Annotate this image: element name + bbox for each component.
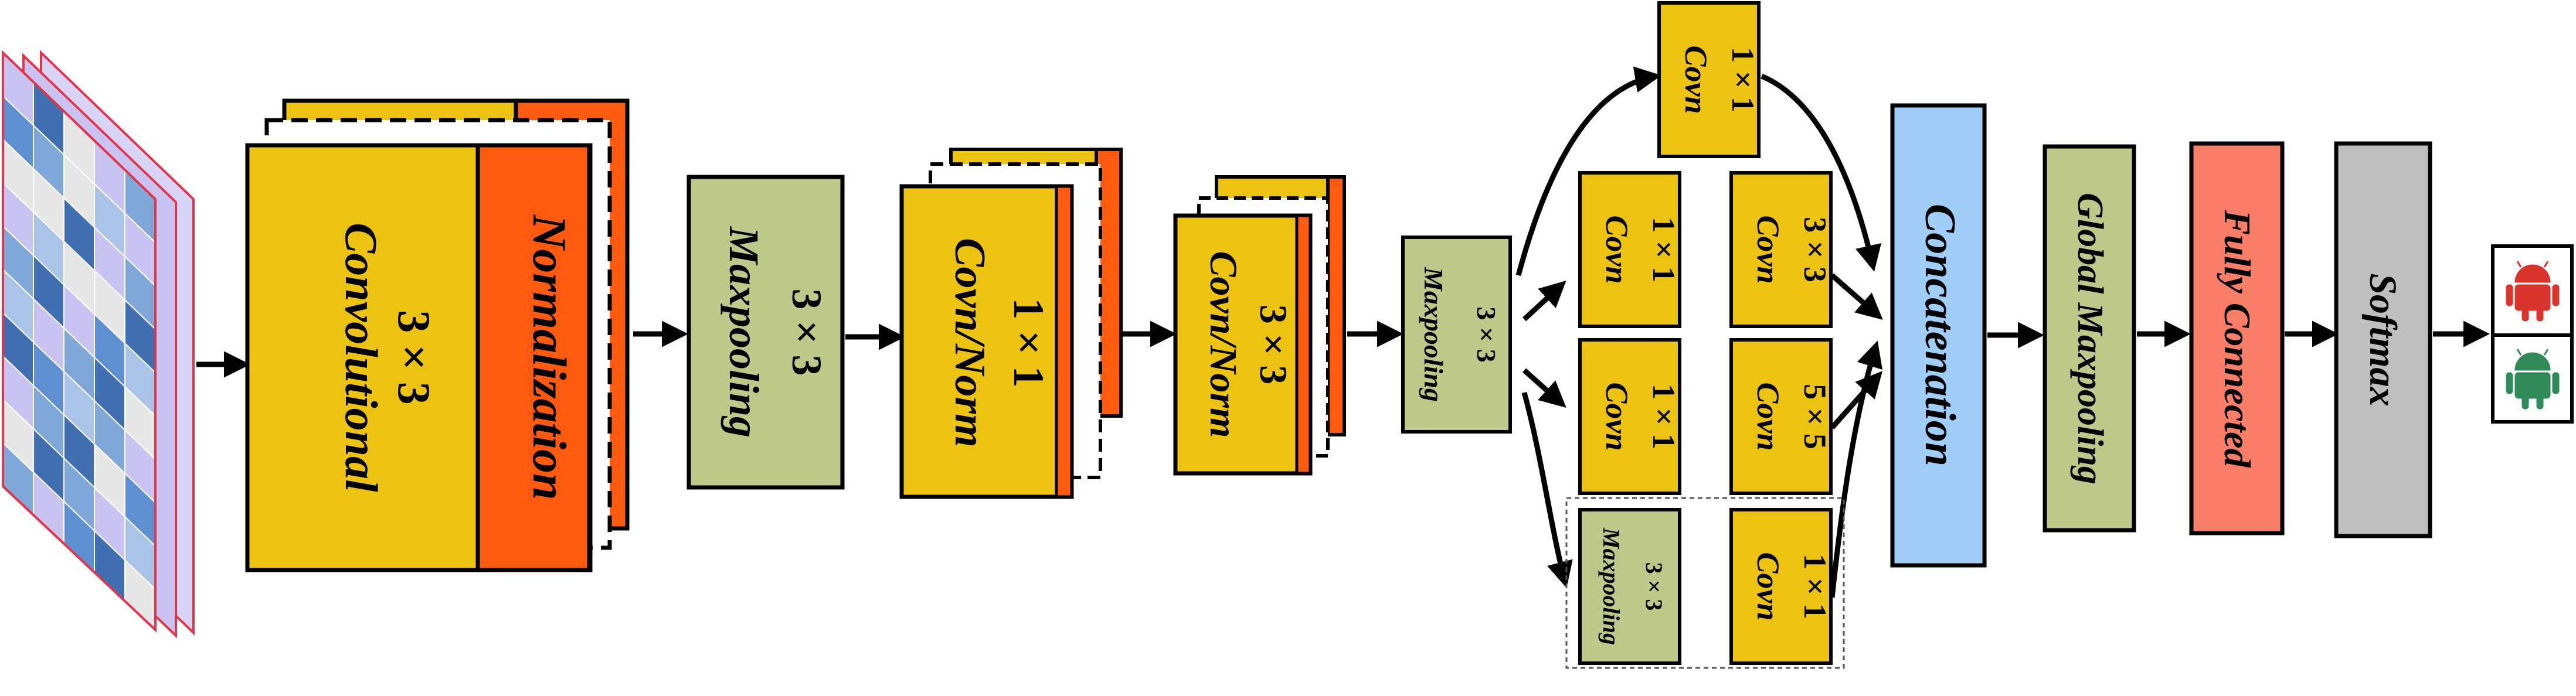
conv-size-label: 3 × 3 [389,310,440,404]
arrow-pool2-top [1515,66,1661,277]
inception-r1a-name: Covn [1599,215,1634,284]
inception-r3a-name: Maxpooling [1598,527,1625,645]
conv2-block: 1 × 1 Covn/Norm [899,148,1123,499]
input-layer-front [1,50,157,634]
inception-top-size: 1 × 1 [1725,47,1761,112]
arrow-top-concat [1761,73,1882,272]
pool2-size-label: 3 × 3 [1471,306,1501,362]
conv3-block: 3 × 3 Covn/Norm [1173,175,1346,476]
arrow-pool2-row1 [1522,280,1566,322]
inception-r2a-name: Covn [1599,382,1634,451]
pool2-block: 3 × 3 Maxpooling [1401,236,1512,434]
inception-top-conv: 1 × 1 Covn [1657,1,1761,158]
conv2-name-label: Covn/Norm [946,238,994,448]
inception-r1b-conv: 3 × 3 Covn [1729,171,1833,328]
inception-r3a-size: 3 × 3 [1641,562,1667,611]
norm-label: Normalization [523,214,576,500]
arrow-r2-concat [1830,371,1882,429]
concat-block: Concatenation [1890,103,1987,568]
inception-r2a-conv: 1 × 1 Covn [1578,338,1681,495]
inception-r3-dashed-box [1565,497,1845,669]
inception-r3b-name: Covn [1751,552,1786,620]
arrow-r3-concat [1829,340,1882,598]
inception-r1b-name: Covn [1751,215,1786,284]
input-image-stack [1,50,195,639]
pool1-block: 3 × 3 Maxpooling [687,175,845,490]
gmp-block: Global Maxpooling [2043,144,2136,533]
inception-top-name: Covn [1678,45,1714,114]
conv2-size-label: 1 × 1 [1004,298,1052,387]
inception-r2b-name: Covn [1751,382,1786,451]
arrow-r1-concat [1830,273,1883,320]
inception-r3b-conv: 1 × 1 Covn [1729,508,1833,665]
inception-r3b-size: 1 × 1 [1797,554,1833,619]
inception-r2a-size: 1 × 1 [1646,384,1681,449]
fc-block: Fully Connected [2189,141,2285,535]
output-classes [2491,244,2574,424]
softmax-label: Softmax [2361,273,2404,406]
gmp-label: Global Maxpooling [2070,193,2110,485]
arrow-pool2-row2 [1523,368,1566,408]
inception-r3a-pool: 3 × 3 Maxpooling [1578,508,1681,665]
inception-r1a-size: 1 × 1 [1646,217,1681,282]
inception-r2b-conv: 5 × 5 Covn [1729,338,1833,495]
pool2-name-label: Maxpooling [1419,267,1449,402]
input-front-border [1,50,157,633]
softmax-block: Softmax [2334,141,2432,538]
conv3-name-label: Covn/Norm [1202,251,1245,438]
arrow-pool2-row3 [1521,391,1573,588]
fc-label: Fully Connected [2217,209,2258,468]
inception-r1b-size: 3 × 3 [1797,217,1833,282]
conv-block: 3 × 3 Convolutional Normalization [245,98,630,572]
concat-label: Concatenation [1916,204,1964,466]
pool1-size-label: 3 × 3 [783,288,830,376]
input-pixel-tile [124,558,156,634]
inception-r2b-size: 5 × 5 [1797,384,1833,449]
conv-name-label: Convolutional [336,223,387,492]
inception-module: 1 × 1 Covn 1 × 1 Covn 3 × 3 Covn 1 × 1 C… [1565,1,1845,669]
inception-r1a-conv: 1 × 1 Covn [1578,171,1681,328]
conv3-size-label: 3 × 3 [1252,305,1294,385]
pool1-name-label: Maxpooling [721,226,767,438]
pipeline-arrows [196,66,2490,598]
